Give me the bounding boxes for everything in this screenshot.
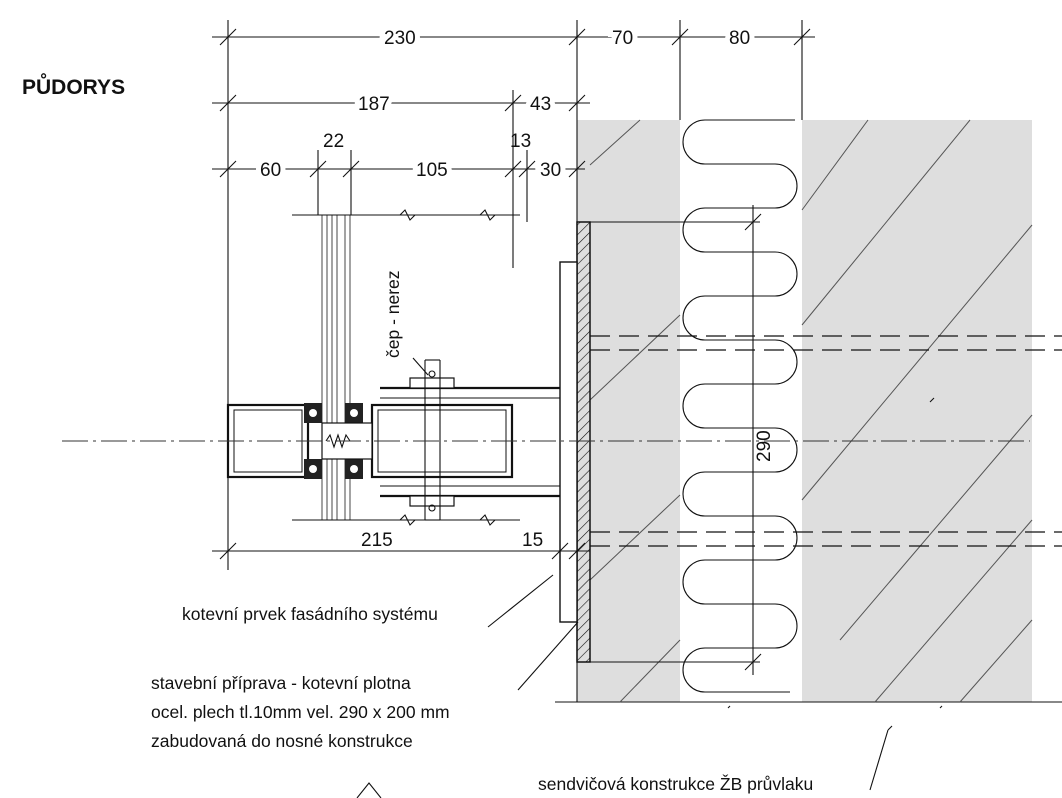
dim-30: 30: [540, 160, 561, 181]
concrete-hatch: [589, 119, 1033, 703]
label-plate-line1: stavební příprava - kotevní plotna: [151, 673, 411, 693]
inner-concrete-layer: [577, 120, 680, 702]
facade-mullion: [226, 209, 520, 526]
label-plate-line3: zabudovaná do nosné konstrukce: [151, 731, 413, 751]
dim-215: 215: [361, 530, 393, 551]
dim-290: 290: [754, 430, 775, 462]
label-anchor-element: kotevní prvek fasádního systému: [182, 604, 438, 624]
dim-105: 105: [416, 160, 448, 181]
dim-60: 60: [260, 160, 281, 181]
label-pin: čep - nerez: [383, 270, 403, 358]
dim-13: 13: [510, 131, 531, 152]
dim-70: 70: [612, 28, 633, 49]
dimension-lines: [212, 20, 893, 798]
anchor-plate: [559, 221, 760, 663]
dim-80: 80: [729, 28, 750, 49]
dim-43: 43: [530, 94, 551, 115]
outer-concrete-layer: [802, 120, 1032, 702]
sandwich-wall: [555, 30, 1062, 709]
drawing-title: PŮDORYS: [22, 73, 125, 99]
dim-22: 22: [323, 131, 344, 152]
dim-15: 15: [522, 530, 543, 551]
dim-230: 230: [384, 28, 416, 49]
label-plate-line2: ocel. plech tl.10mm vel. 290 x 200 mm: [151, 702, 450, 722]
dim-187: 187: [358, 94, 390, 115]
label-sandwich: sendvičová konstrukce ŽB průvlaku: [538, 774, 813, 794]
console-bracket: [380, 359, 560, 521]
anchor-bracket-plate: [559, 261, 578, 623]
insulation-symbol: [682, 119, 798, 693]
